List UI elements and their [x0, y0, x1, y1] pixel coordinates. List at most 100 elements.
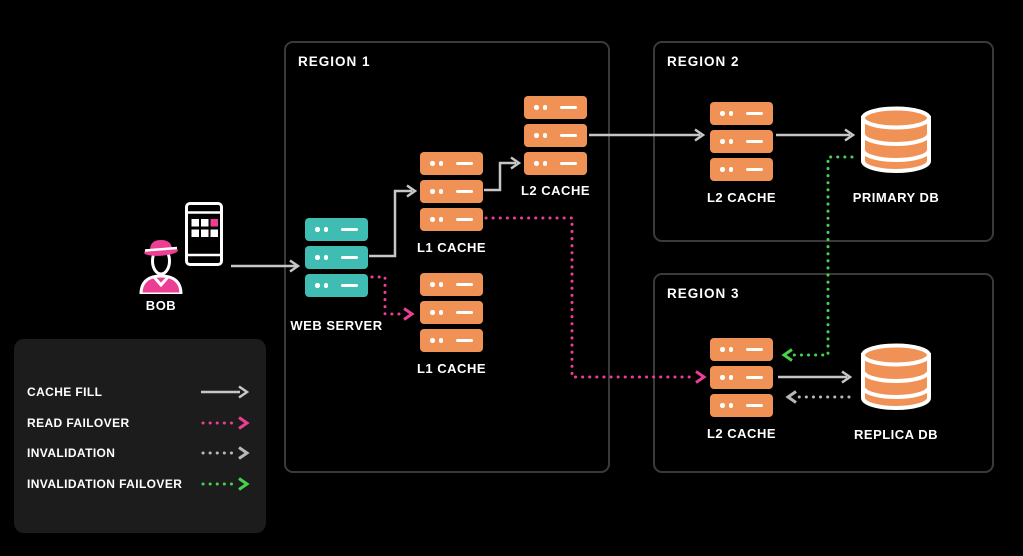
- led-dot: [534, 133, 539, 138]
- vent-dash: [456, 189, 473, 194]
- vent-dash: [341, 255, 358, 260]
- phone-icon-node: [185, 202, 223, 271]
- led-dot: [728, 375, 733, 380]
- vent-dash: [746, 347, 763, 352]
- server-row: [710, 338, 773, 361]
- region-1-title: REGION 1: [298, 54, 371, 69]
- server-row: [420, 208, 483, 231]
- node-l2-cache-r2: L2 CACHE: [707, 102, 776, 205]
- web-server-label: WEB SERVER: [290, 318, 383, 333]
- led-dot: [728, 111, 733, 116]
- database-icon: [861, 343, 931, 410]
- vent-dash: [456, 310, 473, 315]
- server-row: [420, 329, 483, 352]
- led-dot: [323, 227, 328, 232]
- server-row: [524, 96, 587, 119]
- region-2-box: REGION 2: [653, 41, 994, 242]
- led-dot: [728, 403, 733, 408]
- vent-dash: [746, 139, 763, 144]
- led-dot: [430, 310, 435, 315]
- legend-item-read-failover: READ FAILOVER: [27, 408, 250, 439]
- dotted-pink-arrow-icon: [201, 416, 250, 430]
- node-web-server: WEB SERVER: [290, 218, 382, 333]
- led-dot: [720, 375, 725, 380]
- led-dot: [438, 282, 443, 287]
- vent-dash: [560, 133, 577, 138]
- led-dot: [430, 217, 435, 222]
- server-row: [710, 366, 773, 389]
- server-stack-icon: [710, 338, 773, 417]
- server-row: [524, 152, 587, 175]
- vent-dash: [456, 161, 473, 166]
- server-row: [305, 246, 368, 269]
- vent-dash: [746, 111, 763, 116]
- dotted-green-arrow-icon: [201, 477, 250, 491]
- legend-label: CACHE FILL: [27, 385, 103, 400]
- led-dot: [542, 105, 547, 110]
- server-row: [710, 130, 773, 153]
- legend-label: INVALIDATION: [27, 446, 116, 461]
- person-icon: [139, 240, 183, 296]
- l2-cache-r2-label: L2 CACHE: [706, 190, 777, 205]
- led-dot: [542, 161, 547, 166]
- led-dot: [315, 283, 320, 288]
- led-dot: [720, 167, 725, 172]
- legend-item-cache-fill: CACHE FILL: [27, 377, 250, 408]
- led-dot: [315, 255, 320, 260]
- vent-dash: [746, 167, 763, 172]
- server-row: [420, 152, 483, 175]
- node-replica-db: REPLICA DB: [854, 342, 937, 442]
- legend-item-invalidation: INVALIDATION: [27, 438, 250, 469]
- server-stack-icon: [710, 102, 773, 181]
- led-dot: [720, 111, 725, 116]
- server-row: [420, 273, 483, 296]
- region-2-title: REGION 2: [667, 54, 740, 69]
- led-dot: [323, 255, 328, 260]
- led-dot: [728, 347, 733, 352]
- server-row: [710, 158, 773, 181]
- l2-cache-r3-label: L2 CACHE: [706, 426, 777, 441]
- led-dot: [728, 139, 733, 144]
- l1-cache-b-label: L1 CACHE: [416, 361, 487, 376]
- led-dot: [438, 310, 443, 315]
- led-dot: [438, 217, 443, 222]
- vent-dash: [746, 403, 763, 408]
- vent-dash: [456, 217, 473, 222]
- primary-db-label: PRIMARY DB: [852, 190, 940, 205]
- region-3-box: REGION 3: [653, 273, 994, 473]
- led-dot: [542, 133, 547, 138]
- database-icon: [861, 106, 931, 173]
- node-l2-cache-r1: L2 CACHE: [521, 96, 590, 198]
- l1-cache-a-label: L1 CACHE: [416, 240, 487, 255]
- server-row: [420, 301, 483, 324]
- server-row: [420, 180, 483, 203]
- node-l2-cache-r3: L2 CACHE: [707, 338, 776, 441]
- bob-label: BOB: [145, 298, 177, 313]
- solid-arrow-icon: [201, 385, 250, 399]
- led-dot: [534, 161, 539, 166]
- led-dot: [720, 347, 725, 352]
- node-l1-cache-b: L1 CACHE: [417, 273, 486, 376]
- server-row: [305, 218, 368, 241]
- led-dot: [438, 161, 443, 166]
- node-bob: BOB: [133, 236, 189, 313]
- region-3-title: REGION 3: [667, 286, 740, 301]
- server-row: [710, 394, 773, 417]
- led-dot: [315, 227, 320, 232]
- vent-dash: [456, 338, 473, 343]
- led-dot: [430, 189, 435, 194]
- led-dot: [430, 338, 435, 343]
- l2-cache-r1-label: L2 CACHE: [520, 183, 591, 198]
- led-dot: [728, 167, 733, 172]
- vent-dash: [456, 282, 473, 287]
- vent-dash: [341, 283, 358, 288]
- server-row: [710, 102, 773, 125]
- server-stack-icon: [524, 96, 587, 175]
- legend-label: INVALIDATION FAILOVER: [27, 476, 183, 491]
- legend-item-invalidation-failover: INVALIDATION FAILOVER: [27, 469, 250, 500]
- server-row: [524, 124, 587, 147]
- server-row: [305, 274, 368, 297]
- smartphone-icon: [185, 202, 223, 266]
- node-primary-db: PRIMARY DB: [853, 105, 939, 205]
